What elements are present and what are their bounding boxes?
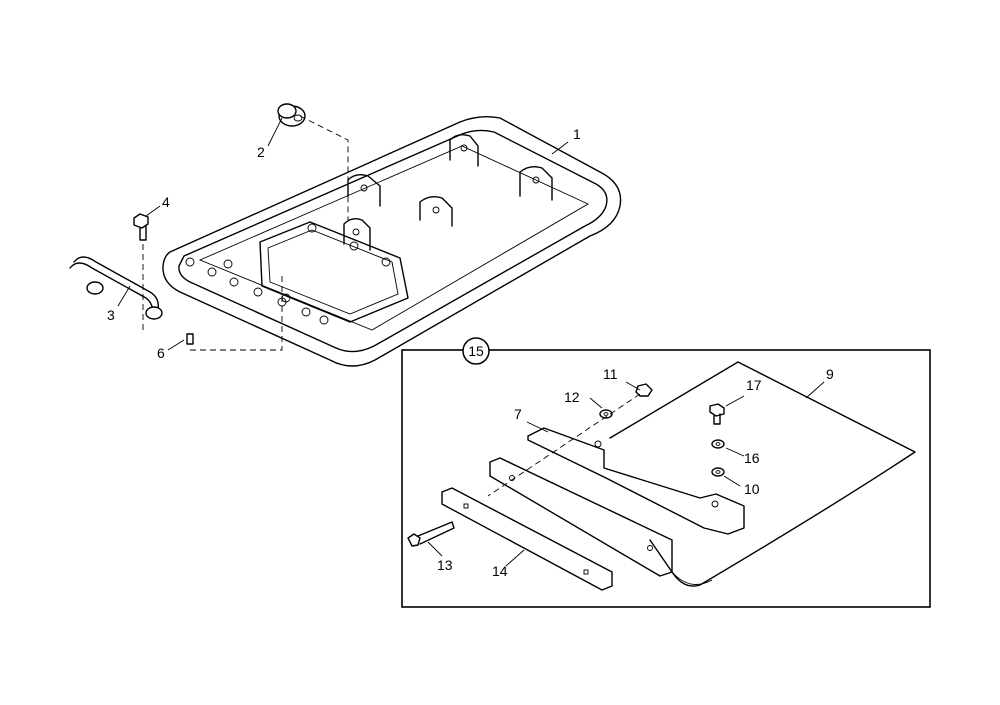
bracket — [527, 427, 745, 535]
label-13: 13 — [437, 557, 453, 573]
label-16: 16 — [744, 450, 760, 466]
screw-6 — [186, 274, 283, 351]
oil-pan — [162, 115, 622, 367]
nut-11 — [635, 383, 653, 397]
label-9: 9 — [826, 366, 834, 382]
label-11: 11 — [603, 366, 618, 382]
washer-12 — [599, 409, 613, 419]
drain-plug — [277, 103, 349, 220]
label-4: 4 — [162, 194, 170, 210]
label-7: 7 — [514, 406, 522, 422]
label-10: 10 — [744, 481, 760, 497]
label-3: 3 — [107, 307, 115, 323]
oil-pipe — [69, 256, 163, 320]
bolt-4 — [133, 213, 149, 330]
label-2: 2 — [257, 144, 265, 160]
label-15: 15 — [468, 343, 484, 359]
bolt-17 — [709, 403, 725, 425]
label-6: 6 — [157, 345, 165, 361]
kit-frame — [401, 349, 931, 608]
rail-14 — [441, 487, 613, 591]
label-17: 17 — [746, 377, 762, 393]
cover-plate — [609, 361, 916, 587]
label-14: 14 — [492, 563, 508, 579]
washer-10 — [711, 467, 725, 477]
washer-16 — [711, 439, 725, 449]
assembly-15-callout: 15 — [462, 337, 490, 365]
label-12: 12 — [564, 389, 580, 405]
label-1: 1 — [573, 126, 581, 142]
bolt-13 — [407, 521, 455, 547]
